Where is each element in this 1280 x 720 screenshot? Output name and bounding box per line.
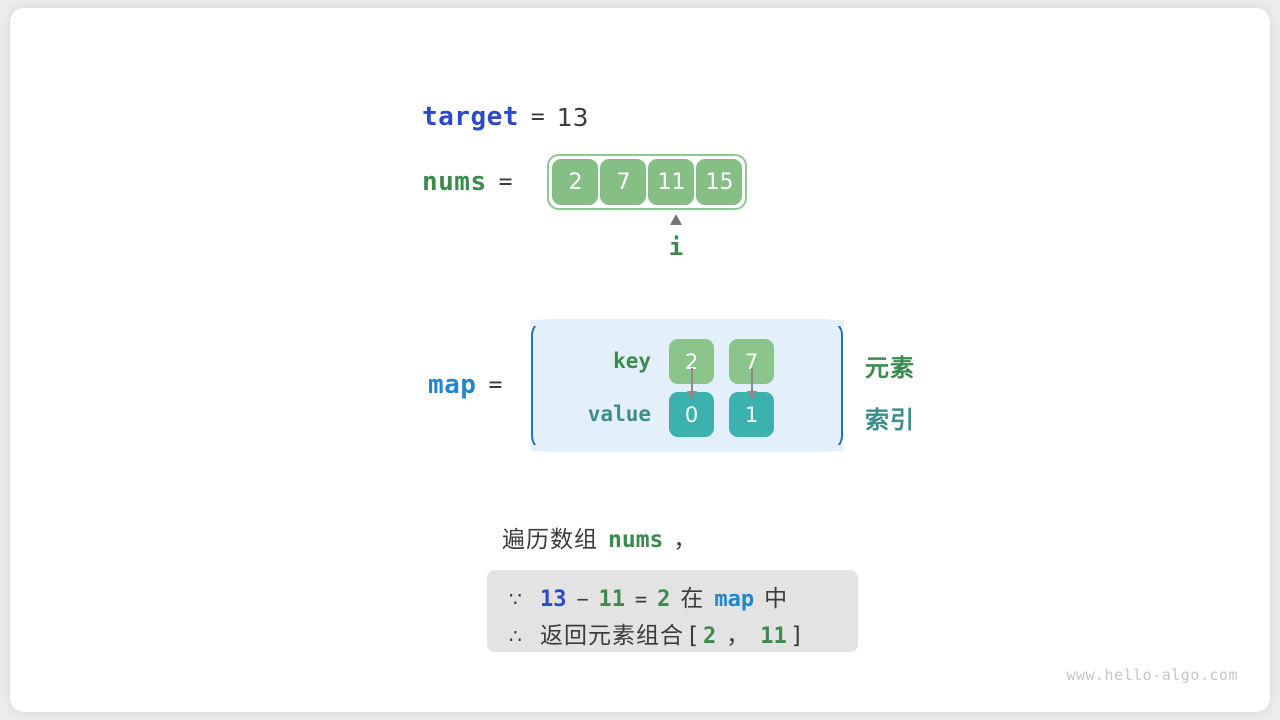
index-pointer: i: [658, 214, 694, 261]
pointer-label: i: [668, 233, 684, 261]
diagram-card: target = 13 nums = 2 7 11 15 i map =: [10, 8, 1270, 712]
caption-code: nums: [608, 527, 664, 553]
bracket-open: [: [689, 623, 698, 649]
array-frame: 2 7 11 15: [547, 154, 748, 210]
map-key-row-label: key: [613, 349, 651, 373]
map-equals: =: [488, 372, 503, 398]
therefore-symbol: ∴: [509, 624, 522, 648]
caption-suffix: ，: [673, 527, 698, 553]
info-result: 2: [657, 587, 671, 612]
target-equals: =: [530, 104, 545, 130]
watermark: www.hello-algo.com: [1066, 666, 1238, 684]
nums-row: nums = 2 7 11 15: [422, 154, 748, 210]
map-grid: key value 2 0 7 1: [533, 321, 841, 450]
legend-index: 索引: [865, 406, 915, 434]
info-mid-text: 在: [680, 586, 705, 612]
caret-up-icon: [670, 214, 682, 225]
info-equals: =: [635, 587, 648, 611]
map-arrow-down-icon: [747, 368, 757, 400]
info-pair-b: 11: [760, 624, 787, 649]
info-minus: −: [576, 587, 589, 611]
map-arrow-down-icon: [687, 368, 697, 400]
info-pair-a: 2: [702, 624, 717, 649]
array-cell: 15: [696, 159, 743, 205]
info-end-text: 中: [764, 586, 789, 612]
map-label: map: [428, 370, 477, 400]
map-value-row-label: value: [587, 402, 651, 426]
info-operand-a: 13: [540, 587, 567, 612]
bracket-close: ]: [791, 623, 801, 649]
info-line-2: ∴ 返回元素组合 [ 2 ， 11 ]: [509, 616, 858, 653]
caption: 遍历数组 nums ，: [502, 520, 697, 554]
because-symbol: ∵: [509, 587, 522, 611]
target-row: target = 13: [422, 100, 589, 134]
info-pair-comma: ，: [726, 623, 751, 649]
nums-equals: =: [498, 169, 513, 195]
info-box: ∵ 13 − 11 = 2 在 map 中 ∴ 返回元素组合 [ 2 ， 11 …: [487, 570, 858, 652]
array-cell: 7: [600, 159, 647, 205]
legend-element: 元素: [865, 354, 915, 382]
map-value-cell: 1: [729, 392, 774, 437]
info-map-ref: map: [714, 587, 755, 612]
map-panel: key value 2 0 7 1: [530, 319, 844, 452]
info-operand-b: 11: [598, 587, 626, 612]
map-row: map =: [428, 370, 514, 400]
array-cell: 11: [648, 159, 695, 205]
info-line-1: ∵ 13 − 11 = 2 在 map 中: [509, 579, 858, 616]
info-result-text: 返回元素组合: [540, 623, 684, 649]
target-value: 13: [556, 102, 589, 132]
array-cell: 2: [552, 159, 599, 205]
caption-prefix: 遍历数组: [502, 527, 598, 553]
nums-label: nums: [422, 167, 487, 197]
target-label: target: [422, 102, 519, 132]
